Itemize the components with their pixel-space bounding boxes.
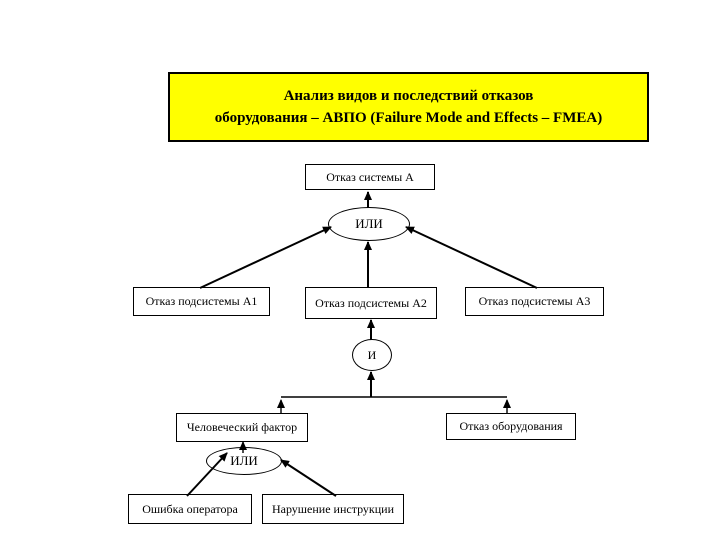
arrow-a3-to-ortop xyxy=(405,226,538,289)
node-human-factor: Человеческий фактор xyxy=(176,413,308,442)
title-line-2: оборудования – АВПО (Failure Mode and Ef… xyxy=(214,110,603,126)
arrow-instruction-to-orbottom xyxy=(280,459,337,497)
arrow-a1-to-ortop xyxy=(199,226,332,289)
node-operator-error: Ошибка оператора xyxy=(128,494,252,524)
node-system-failure: Отказ системы А xyxy=(305,164,435,190)
title-box: Анализ видов и последствий отказов обору… xyxy=(168,72,649,142)
title-line-1: Анализ видов и последствий отказов xyxy=(283,88,534,104)
node-instruction-violation: Нарушение инструкции xyxy=(262,494,404,524)
gate-or-top: ИЛИ xyxy=(328,207,410,241)
gate-or-bottom: ИЛИ xyxy=(206,447,282,475)
node-subsystem-a3: Отказ подсистемы А3 xyxy=(465,287,604,316)
node-subsystem-a1: Отказ подсистемы А1 xyxy=(133,287,270,316)
node-subsystem-a2: Отказ подсистемы А2 xyxy=(305,287,437,319)
gate-and: И xyxy=(352,339,392,371)
node-equipment-failure: Отказ оборудования xyxy=(446,413,576,440)
